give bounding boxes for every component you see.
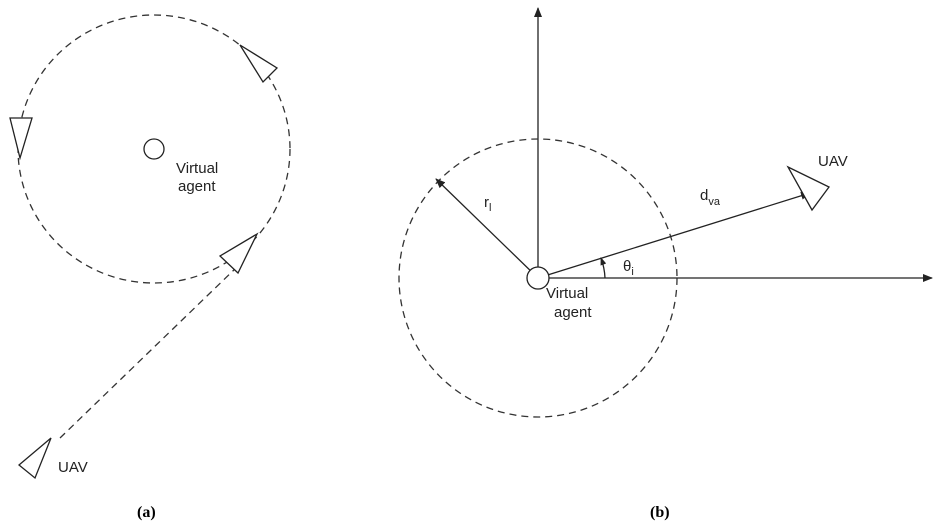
radius-arrow-b: [435, 178, 539, 279]
uav-label-b: UAV: [818, 153, 848, 170]
loiter-circle-b: [398, 138, 678, 418]
approach-path-a: [59, 265, 239, 439]
distance-symbol: d: [700, 187, 708, 204]
uav-icon-lower-right: [218, 232, 259, 275]
caption-b: (b): [650, 504, 670, 521]
virtual-agent-label-b-line1: Virtual: [546, 285, 588, 302]
distance-subscript: va: [708, 196, 721, 208]
radius-label-b: rl: [484, 194, 491, 214]
virtual-agent-marker-b: [526, 266, 550, 290]
angle-arc-b: [600, 257, 607, 279]
caption-a: (a): [137, 504, 156, 521]
uav-icon-bottom: [17, 437, 52, 480]
distance-arrow-b: [537, 191, 811, 279]
angle-symbol: θ: [623, 258, 631, 275]
virtual-agent-marker-a: [143, 138, 165, 160]
radius-symbol: r: [484, 194, 489, 211]
uav-icon-top-right: [239, 44, 279, 84]
distance-label-b: dva: [700, 187, 721, 208]
uav-label-a: UAV: [58, 459, 88, 476]
uav-icon-b: [786, 165, 830, 212]
angle-label-b: θi: [623, 258, 634, 278]
radius-subscript: l: [489, 202, 491, 214]
virtual-agent-label-a-line2: agent: [178, 178, 216, 195]
virtual-agent-label-a-line1: Virtual: [176, 160, 218, 177]
angle-subscript: i: [631, 266, 633, 278]
virtual-agent-label-b-line2: agent: [554, 304, 592, 321]
panel-a: Virtual agent UAV (a): [9, 14, 291, 521]
panel-b: Virtual agent UAV rl dva θi (b): [398, 7, 933, 521]
uav-icon-left: [9, 117, 33, 161]
